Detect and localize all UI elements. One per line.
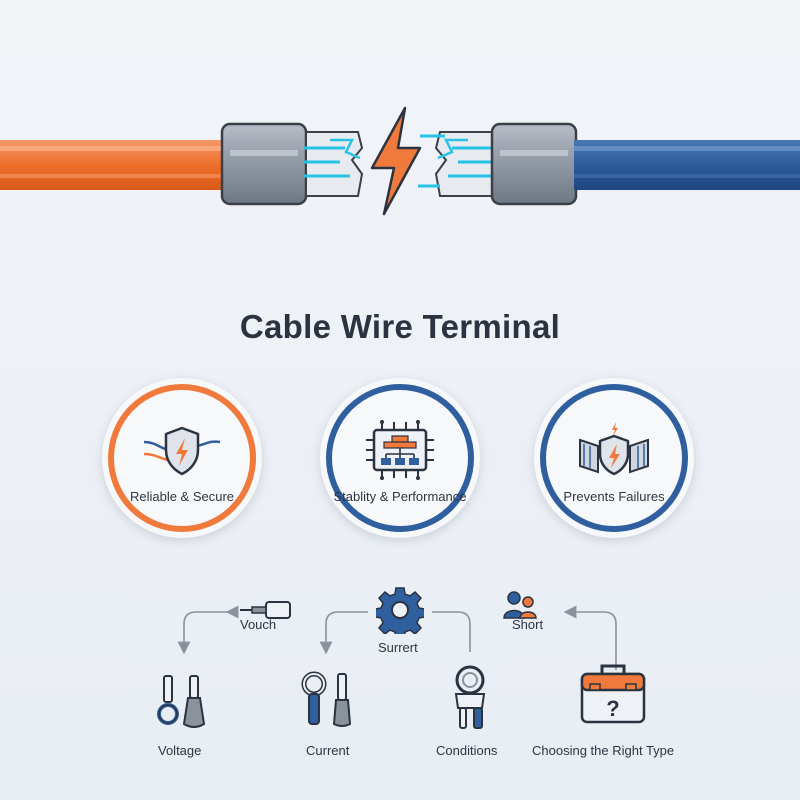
lightning-bolt-icon (370, 106, 422, 216)
badge-ring (108, 384, 256, 532)
badge-label: Stablity & Performance (333, 489, 467, 504)
badge-prevents-failures: Prevents Failures (534, 378, 694, 538)
gear-icon (376, 587, 424, 634)
badge-ring (326, 384, 474, 532)
voltage-terminal-icon (157, 675, 206, 728)
conditions-connector-icon (454, 665, 486, 729)
page-title: Cable Wire Terminal (239, 308, 561, 345)
left-stripped-end (304, 131, 364, 197)
people-icon (503, 591, 537, 619)
badge-reliable-secure: Reliable & Secure (102, 378, 262, 538)
badge-label: Reliable & Secure (129, 489, 235, 504)
orange-cable (0, 140, 232, 190)
label-choosing-right-type: Choosing the Right Type (532, 743, 675, 758)
svg-text:?: ? (606, 696, 619, 721)
label-short: Short (512, 617, 544, 632)
shield-bolt-icon (579, 422, 649, 476)
left-terminal-ferrule (220, 122, 308, 206)
circuit-chip-icon (366, 420, 434, 480)
toolbox-question-icon: ? (580, 664, 646, 724)
badge-stability-performance: Stablity & Performance (320, 378, 480, 538)
label-conditions: Conditions (436, 743, 498, 758)
badge-ring (540, 384, 688, 532)
cable-illustration (0, 106, 800, 216)
flow-connectors (177, 605, 617, 670)
current-terminal-icon (301, 671, 352, 727)
right-terminal-ferrule (490, 122, 578, 206)
badge-label: Prevents Failures (563, 489, 665, 504)
label-voltage: Voltage (158, 743, 202, 758)
label-surrert: Surrert (378, 640, 418, 655)
right-stripped-end (418, 131, 496, 197)
label-current: Current (306, 743, 350, 758)
shield-bolt-icon (143, 426, 221, 476)
blue-cable (574, 140, 800, 190)
label-vouch: Vouch (240, 617, 277, 632)
terminal-plug-icon (240, 601, 291, 619)
